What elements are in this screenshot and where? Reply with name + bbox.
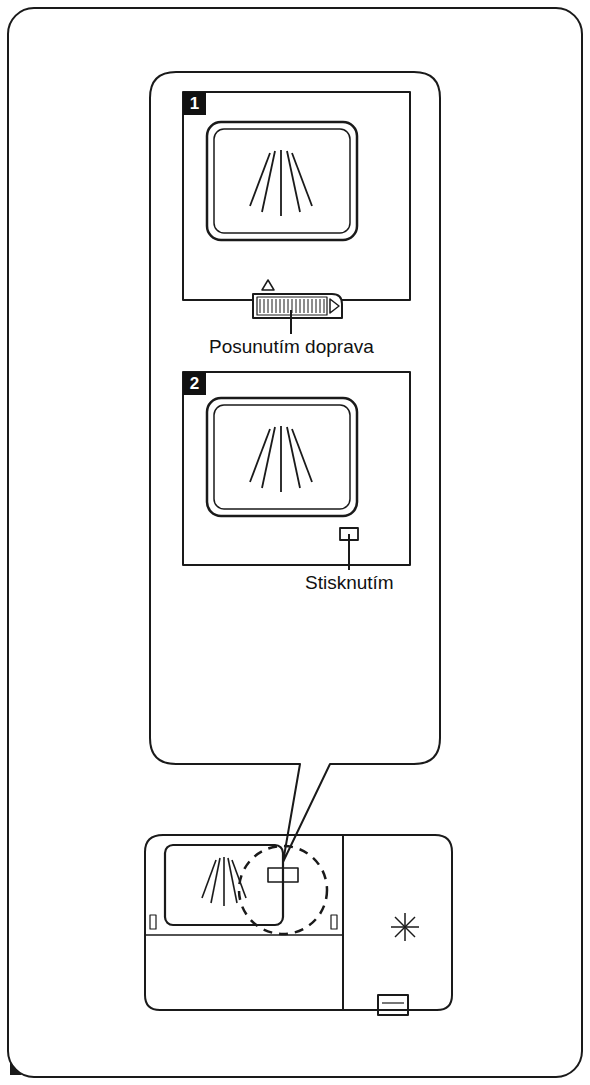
dispenser-window [207,398,357,516]
knurl-stroke [264,299,265,313]
knurl-stroke [324,299,325,313]
step-panel [183,372,410,565]
callout-number-box: 2 [183,372,206,395]
knurl-stroke [284,299,285,313]
knurl-stroke [320,299,321,313]
knurl-stroke [260,299,261,313]
part-label: Stisknutím [303,572,396,595]
knurl-stroke [276,299,277,313]
knurl-stroke [308,299,309,313]
knurl-stroke [296,299,297,313]
dispenser-window-inner [214,129,350,233]
callout-bubble [150,72,440,862]
slider [253,294,342,318]
callout-number-box: 1 [183,92,206,115]
part-label: Posunutím doprava [207,336,376,359]
knurl-stroke [280,299,281,313]
hinge [150,915,156,929]
lid-edge [145,934,343,936]
hinge [331,915,337,929]
spray-symbol [250,150,312,216]
knurl-stroke [268,299,269,313]
knurl-stroke [300,299,301,313]
knurl-stroke [304,299,305,313]
detergent-symbol [391,913,419,941]
callout-number: 1 [190,95,199,112]
lid-latch [378,995,408,1015]
knurl-stroke [312,299,313,313]
position-arrow [262,280,274,290]
release-button [268,868,298,882]
spray-symbol [250,426,312,492]
dispenser-housing [145,835,452,1010]
lid-latch [382,1002,404,1003]
leader-line [348,534,350,570]
highlight-circle [239,846,327,934]
slide-direction-arrow [330,299,339,313]
knurl-stroke [316,299,317,313]
step-panel [183,92,410,300]
dispenser-window [207,122,357,240]
dispenser-window-inner [214,405,350,509]
knurl-stroke [272,299,273,313]
knurl-stroke [288,299,289,313]
dispenser-window [165,845,283,925]
corner-mark [10,1062,22,1075]
outer-frame [8,8,582,1077]
leader-line [290,310,292,334]
callout-number: 2 [190,375,199,392]
compartment-divider [342,835,344,1010]
